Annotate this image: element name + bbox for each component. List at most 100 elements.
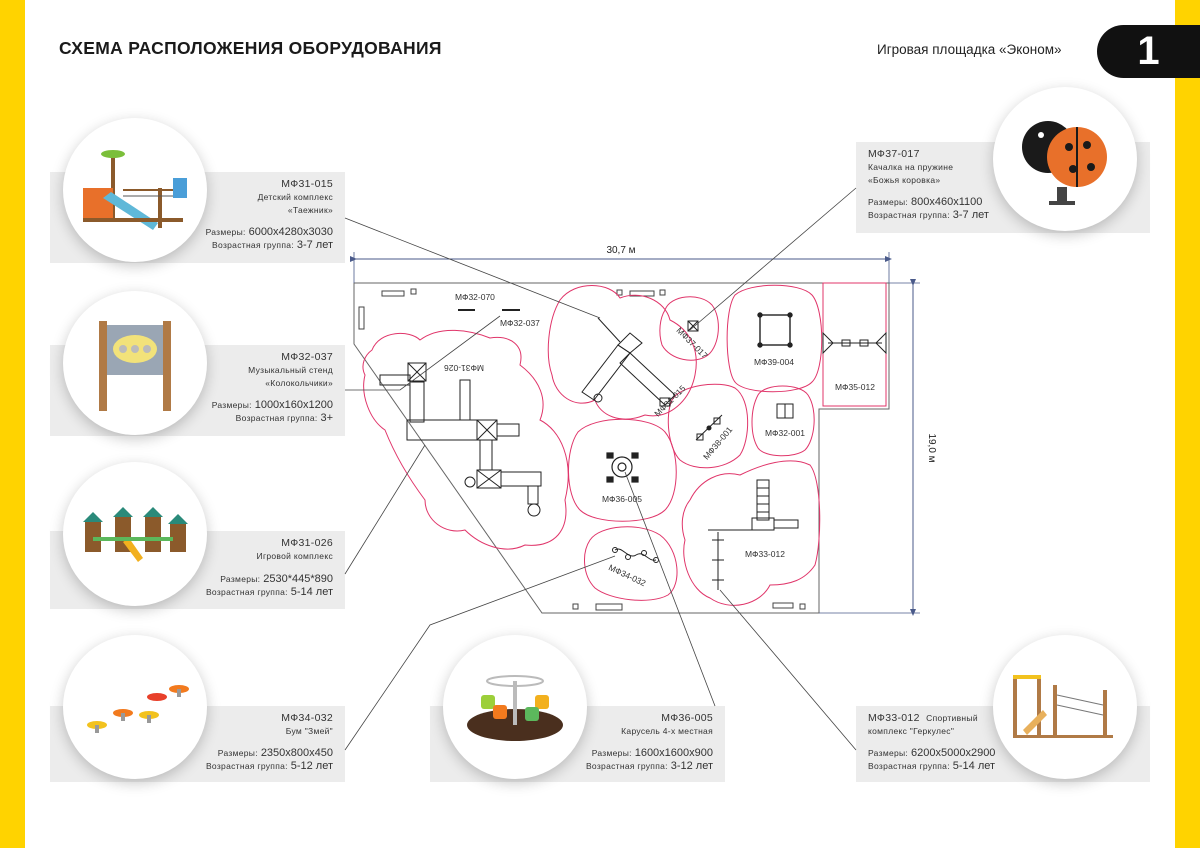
age-value: 3-12 лет bbox=[670, 760, 713, 772]
size-label: Размеры: bbox=[868, 197, 909, 207]
card-description-2: комплекс "Геркулес" bbox=[868, 726, 955, 736]
zone-m34-032 bbox=[584, 526, 678, 601]
leader-m33-012 bbox=[719, 589, 857, 751]
card-description: Детский комплекс bbox=[257, 192, 333, 202]
label-m32-001: МФ32-001 bbox=[765, 428, 805, 438]
equipment-m36-005-drawing bbox=[606, 452, 639, 483]
photo-gerkules bbox=[993, 635, 1137, 779]
label-m32-037: МФ32-037 bbox=[500, 318, 540, 328]
page-number-badge: 1 bbox=[1097, 25, 1200, 78]
zone-m31-015 bbox=[547, 285, 697, 420]
size-value: 6000х4280х3030 bbox=[248, 226, 333, 238]
label-m33-012: МФ33-012 bbox=[745, 549, 785, 559]
label-m39-004: МФ39-004 bbox=[754, 357, 794, 367]
zone-m31-026 bbox=[362, 329, 569, 550]
age-value: 5-12 лет bbox=[290, 760, 333, 772]
equipment-m33-012-drawing bbox=[708, 479, 799, 590]
photo-taezhnik bbox=[63, 118, 207, 262]
photo-carousel bbox=[443, 635, 587, 779]
music-stand-bells-icon bbox=[99, 321, 171, 411]
equipment-m31-015-drawing bbox=[581, 317, 676, 407]
age-label: Возрастная группа: bbox=[205, 587, 288, 597]
size-label: Размеры: bbox=[217, 748, 258, 758]
zone-m36-005 bbox=[568, 418, 677, 522]
right-accent-bar bbox=[1175, 0, 1200, 848]
card-description: Игровой комплекс bbox=[256, 551, 333, 561]
height-label: 19,0 м bbox=[926, 433, 937, 462]
leader-m31-026 bbox=[344, 444, 426, 575]
label-m31-026: МФ31-026 bbox=[444, 363, 484, 373]
card-description-1: Спортивный bbox=[926, 713, 978, 723]
sport-complex-gerkules-icon bbox=[1013, 675, 1113, 738]
zone-m33-012 bbox=[681, 460, 821, 606]
size-label: Размеры: bbox=[205, 227, 246, 237]
carousel-4-seat-icon bbox=[467, 675, 563, 741]
zone-m39-004 bbox=[726, 284, 823, 393]
card-description: Карусель 4-х местная bbox=[621, 726, 713, 736]
equipment-m38-001-drawing bbox=[695, 414, 723, 441]
benches bbox=[358, 288, 806, 611]
equipment-m34-032-drawing bbox=[612, 547, 659, 563]
card-name: «Колокольчики» bbox=[265, 378, 333, 388]
card-code: МФ37-017 bbox=[868, 148, 920, 160]
age-label: Возрастная группа: bbox=[212, 240, 294, 250]
equipment-m39-004-drawing bbox=[757, 312, 793, 348]
card-code: МФ31-015 bbox=[281, 178, 333, 190]
left-accent-bar bbox=[0, 0, 25, 848]
snake-balance-beam-icon bbox=[87, 685, 189, 733]
card-name: «Таежник» bbox=[287, 205, 333, 215]
card-code: МФ31-026 bbox=[281, 537, 333, 549]
photo-ladybug bbox=[993, 87, 1137, 231]
label-m35-012: МФ35-012 bbox=[835, 382, 875, 392]
label-m32-070: МФ32-070 bbox=[455, 292, 495, 302]
leader-lines bbox=[344, 187, 857, 751]
photo-bells bbox=[63, 291, 207, 435]
leader-m32-037 bbox=[345, 315, 501, 391]
equipment-m35-012-drawing bbox=[822, 331, 887, 355]
height-dimension: 19,0 м bbox=[819, 279, 937, 616]
width-label: 30,7 м bbox=[606, 245, 635, 256]
equipment-m31-026-drawing bbox=[379, 362, 542, 517]
age-label: Возрастная группа: bbox=[868, 761, 950, 771]
width-dimension: 30,7 м bbox=[350, 245, 892, 283]
age-value: 3+ bbox=[320, 412, 333, 424]
card-description: Бум "Змей" bbox=[285, 726, 333, 736]
card-code: МФ32-037 bbox=[281, 351, 333, 363]
photo-snake-beam bbox=[63, 635, 207, 779]
play-complex-icon bbox=[83, 507, 188, 562]
card-description: Музыкальный стенд bbox=[248, 365, 333, 375]
equipment-m37-017-drawing bbox=[687, 320, 699, 332]
zone-m37-017 bbox=[659, 296, 719, 361]
age-label: Возрастная группа: bbox=[235, 413, 318, 423]
leader-m34-032 bbox=[344, 555, 616, 751]
size-label: Размеры: bbox=[211, 400, 252, 410]
card-code: МФ34-032 bbox=[281, 712, 333, 724]
card-name: «Божья коровка» bbox=[868, 175, 941, 185]
size-value: 2530*445*890 bbox=[263, 573, 333, 585]
size-label: Размеры: bbox=[591, 748, 632, 758]
age-value: 3-7 лет bbox=[952, 209, 989, 221]
ladybug-spring-rocker-icon bbox=[1022, 121, 1107, 205]
size-label: Размеры: bbox=[220, 574, 261, 584]
age-label: Возрастная группа: bbox=[205, 761, 288, 771]
age-label: Возрастная группа: bbox=[868, 210, 950, 220]
size-value: 1600х1600х900 bbox=[634, 747, 713, 759]
leader-m31-015 bbox=[344, 217, 601, 319]
card-description: Качалка на пружине bbox=[868, 162, 954, 172]
card-code: МФ33-012 bbox=[868, 712, 920, 724]
size-value: 800х460х1100 bbox=[911, 196, 983, 208]
photo-play-complex bbox=[63, 462, 207, 606]
leader-m36-005 bbox=[624, 471, 716, 707]
card-code: МФ36-005 bbox=[661, 712, 713, 724]
size-value: 6200х5000х2900 bbox=[911, 747, 996, 759]
playground-complex-taezhnik-icon bbox=[83, 150, 187, 230]
zone-m35-012 bbox=[822, 282, 887, 407]
label-m36-005: МФ36-005 bbox=[602, 494, 642, 504]
size-value: 2350х800х450 bbox=[260, 747, 333, 759]
page-subtitle: Игровая площадка «Эконом» bbox=[877, 42, 1062, 57]
equipment-m32-001-drawing bbox=[776, 403, 794, 419]
size-label: Размеры: bbox=[868, 748, 909, 758]
page-title: СХЕМА РАСПОЛОЖЕНИЯ ОБОРУДОВАНИЯ bbox=[59, 38, 442, 58]
age-value: 5-14 лет bbox=[952, 760, 996, 772]
